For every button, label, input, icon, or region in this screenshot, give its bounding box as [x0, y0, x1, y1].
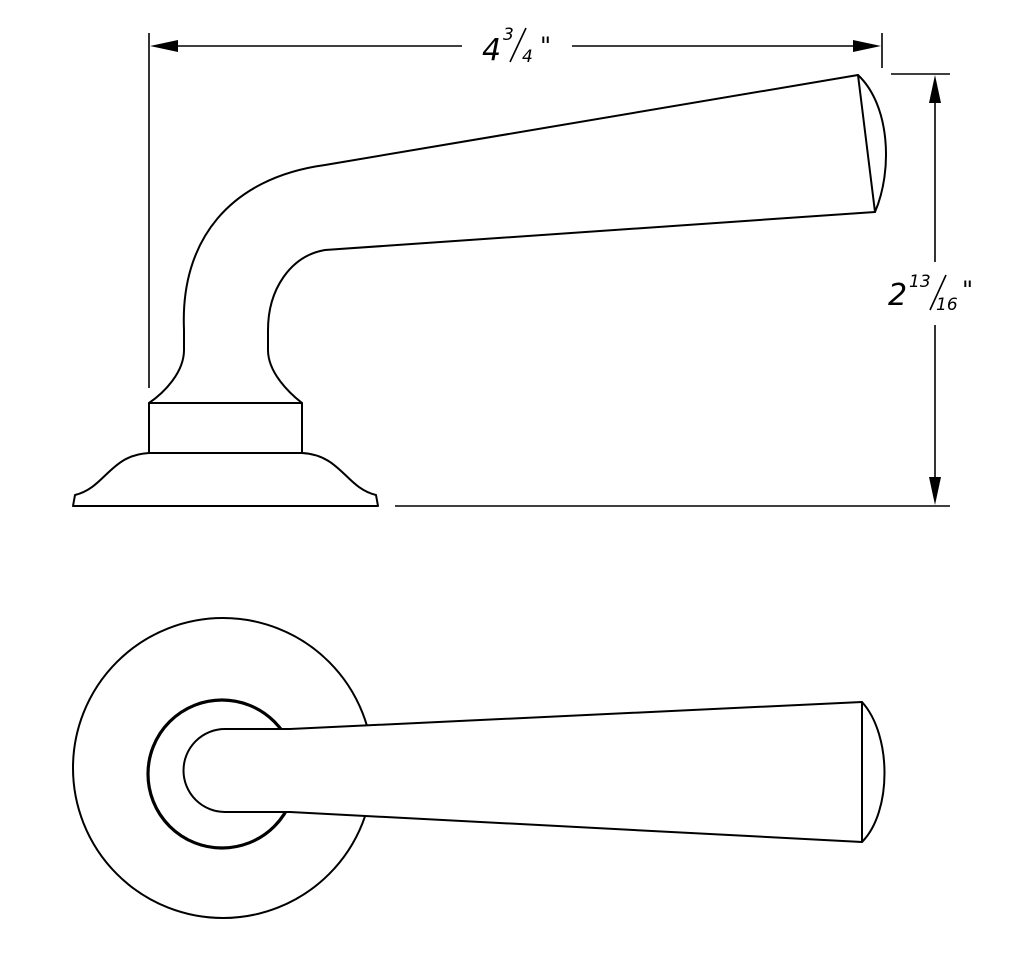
top-lever-arm	[182, 701, 863, 843]
width-numerator: 3	[503, 25, 514, 45]
width-dimension: 4 3 4 "	[148, 25, 883, 388]
height-unit: "	[962, 276, 973, 304]
height-arrow-up-icon	[929, 75, 941, 103]
height-dimension: 2 13 16 "	[395, 73, 973, 507]
height-fraction-slash	[929, 274, 947, 311]
height-arrow-down-icon	[929, 477, 941, 505]
side-neck-right	[267, 329, 303, 404]
side-neck-left	[148, 329, 185, 404]
side-collar	[148, 402, 303, 454]
width-denominator: 4	[522, 47, 533, 67]
side-lever-tip	[857, 74, 887, 213]
height-whole: 2	[888, 278, 907, 313]
width-unit: "	[540, 32, 551, 60]
top-lever-tip	[861, 701, 886, 843]
side-lever-arm	[182, 74, 876, 331]
width-fraction-slash	[509, 27, 527, 63]
side-view	[72, 74, 887, 507]
width-whole: 4	[482, 33, 501, 68]
side-rose	[72, 452, 379, 507]
top-view	[72, 617, 886, 919]
width-arrow-right-icon	[853, 40, 881, 52]
width-arrow-left-icon	[150, 40, 178, 52]
height-numerator: 13	[909, 272, 931, 292]
height-denominator: 16	[936, 295, 958, 315]
